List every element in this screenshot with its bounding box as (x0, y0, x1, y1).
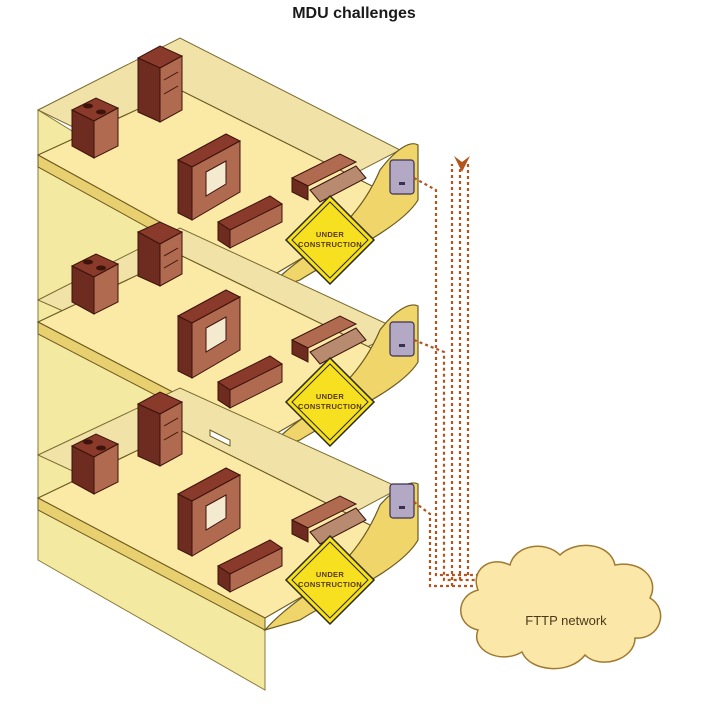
stove-icon (70, 433, 120, 495)
svg-text:UNDER: UNDER (316, 570, 344, 579)
sofa-icon (217, 195, 283, 249)
tv-icon (176, 289, 242, 379)
arrow-up-icon (454, 156, 470, 172)
fiber-lines (413, 156, 488, 588)
under-construction-sign-2: UNDER CONSTRUCTION (284, 356, 376, 448)
svg-text:UNDER: UNDER (316, 392, 344, 401)
cabinet-icon (136, 391, 184, 467)
svg-text:CONSTRUCTION: CONSTRUCTION (298, 402, 362, 411)
fiber-line-1 (413, 177, 486, 577)
terminal-box-3 (389, 483, 415, 519)
terminal-box-2 (389, 321, 415, 357)
svg-text:CONSTRUCTION: CONSTRUCTION (298, 240, 362, 249)
table-icon (290, 153, 367, 203)
stove-icon (70, 97, 120, 159)
table-icon (290, 495, 367, 545)
tv-icon (176, 133, 242, 221)
fiber-line-3 (413, 501, 488, 588)
sofa-icon (217, 355, 283, 409)
cloud-label: FTTP network (525, 613, 607, 628)
tv-icon (176, 467, 242, 557)
window-icon (209, 429, 231, 447)
fttp-network-cloud: FTTP network (460, 544, 662, 670)
fiber-line-2 (413, 338, 488, 582)
terminal-box-1 (389, 159, 415, 195)
diagram-title: MDU challenges (292, 5, 416, 22)
stove-icon (70, 253, 120, 315)
svg-text:CONSTRUCTION: CONSTRUCTION (298, 580, 362, 589)
floor-1: UNDER CONSTRUCTION (36, 45, 419, 294)
svg-text:UNDER: UNDER (316, 230, 344, 239)
under-construction-sign-1: UNDER CONSTRUCTION (284, 194, 376, 286)
table-icon (290, 315, 367, 365)
cabinet-icon (136, 45, 184, 123)
sofa-icon (217, 539, 283, 593)
cabinet-icon (136, 221, 184, 287)
floor-3: UNDER CONSTRUCTION (36, 391, 419, 632)
under-construction-sign-3: UNDER CONSTRUCTION (284, 534, 376, 626)
